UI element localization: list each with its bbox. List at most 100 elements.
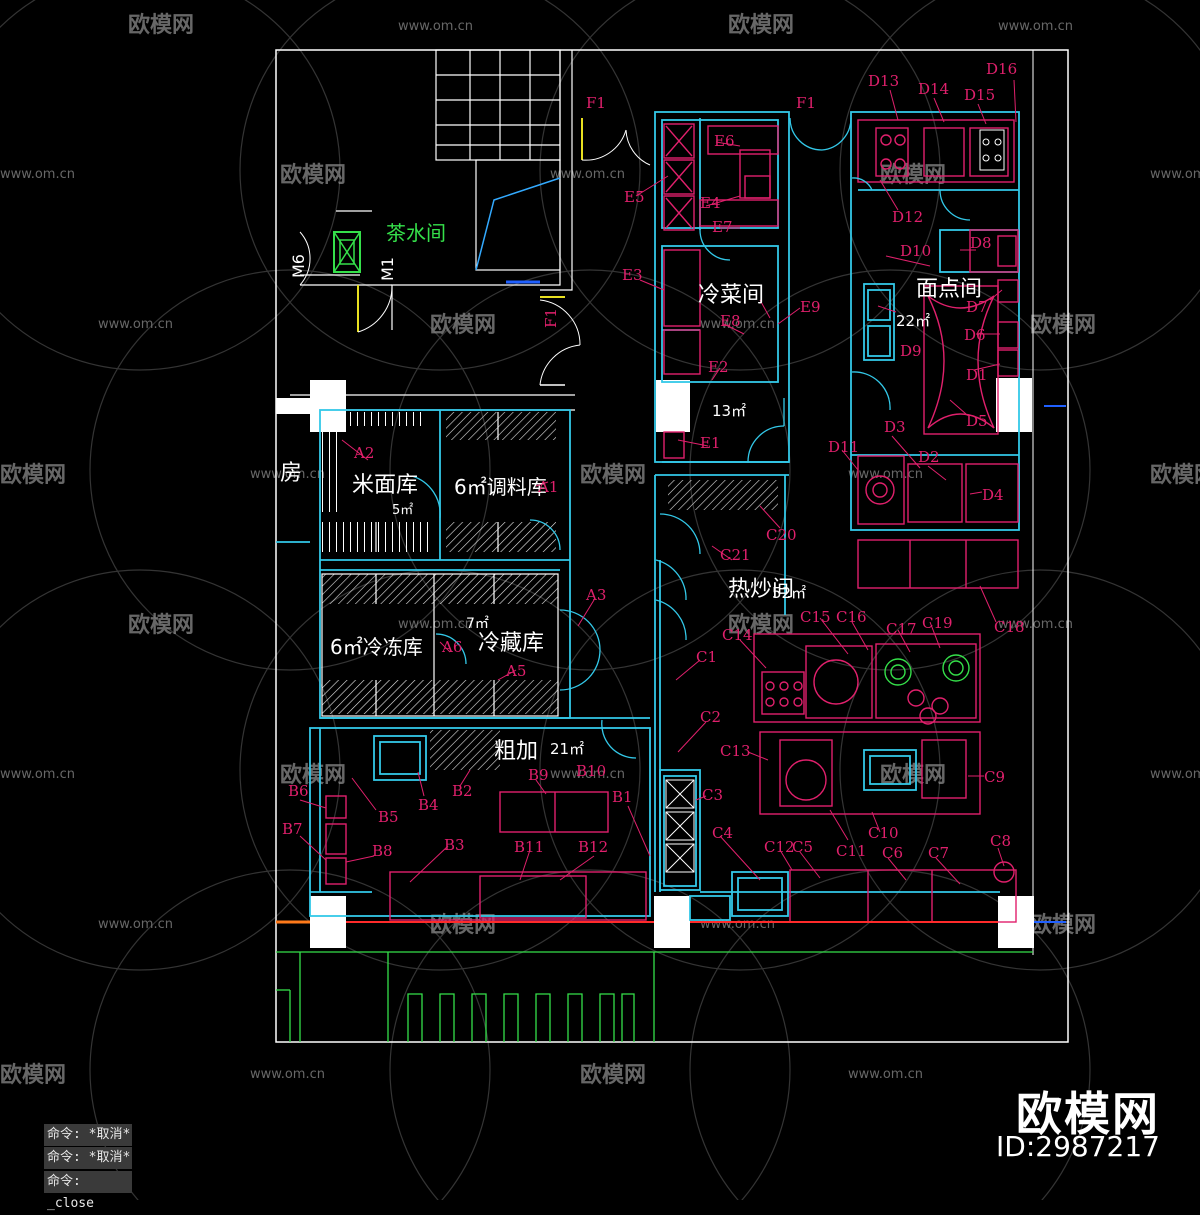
- code-b2: B2: [452, 782, 473, 800]
- code-b3: B3: [444, 836, 465, 854]
- code-d9: D9: [900, 342, 922, 360]
- watermark-brand: 欧模网: [728, 12, 794, 38]
- code-b5: B5: [378, 808, 399, 826]
- code-c17: C17: [886, 620, 917, 638]
- room-labels: 冷菜间 13㎡ 面点间 22㎡ 房 米面库 5㎡ 6㎡调料库 热炒间 52㎡ 6…: [280, 277, 982, 764]
- code-b6: B6: [288, 782, 309, 800]
- watermark-site: www.om.cn: [550, 767, 625, 782]
- command-history-line-2: 命令: *取消*: [44, 1147, 132, 1169]
- code-c3: C3: [702, 786, 723, 804]
- code-c6: C6: [882, 844, 903, 862]
- code-b9: B9: [528, 766, 549, 784]
- code-d15: D15: [964, 86, 995, 104]
- watermark-site: www.om.cn: [848, 1067, 923, 1082]
- code-a1: A1: [537, 478, 558, 496]
- room-tea-label: 茶水间: [386, 221, 446, 245]
- code-d12: D12: [892, 208, 923, 226]
- code-f1: F1: [586, 94, 606, 112]
- room-stir-fry-label: 热炒间: [728, 577, 794, 602]
- code-c10: C10: [868, 824, 899, 842]
- room-chilled-area: 7㎡: [466, 616, 489, 632]
- watermark-brand: 欧模网: [580, 1062, 646, 1088]
- watermark-brand: 欧模网: [1150, 462, 1200, 488]
- watermark-site: www.om.cn: [0, 767, 75, 782]
- storage-shelves: [322, 412, 778, 770]
- code-d8: D8: [970, 234, 992, 252]
- green-parking-area: [276, 951, 1033, 1042]
- code-b11: B11: [514, 838, 544, 856]
- code-c8: C8: [990, 832, 1011, 850]
- shelf-dividers: [321, 412, 559, 717]
- room-rough-area: 21㎡: [550, 740, 584, 758]
- code-e8: E8: [720, 312, 741, 330]
- code-d14: D14: [918, 80, 949, 98]
- command-history-line-3[interactable]: 命令: _close: [44, 1171, 132, 1211]
- code-c12: C12: [764, 838, 795, 856]
- code-d16: D16: [986, 60, 1017, 78]
- code-e3: E3: [622, 266, 643, 284]
- code-c7: C7: [928, 844, 949, 862]
- watermark-site: www.om.cn: [550, 167, 625, 182]
- room-rice-flour-label: 米面库: [352, 473, 418, 498]
- code-b8: B8: [372, 842, 393, 860]
- code-e2: E2: [708, 358, 729, 376]
- watermark-brand: 欧模网: [0, 1062, 66, 1088]
- watermark-brand: 欧模网: [430, 312, 496, 338]
- code-c11: C11: [836, 842, 867, 860]
- watermark-site: www.om.cn: [0, 167, 75, 182]
- code-d5: D5: [966, 412, 988, 430]
- code-c20: C20: [766, 526, 797, 544]
- code-b4: B4: [418, 796, 439, 814]
- code-d7: D7: [966, 298, 988, 316]
- code-c5: C5: [792, 838, 813, 856]
- code-c19: C19: [922, 614, 953, 632]
- stair-arrow: [475, 177, 561, 271]
- code-e4: E4: [700, 194, 721, 212]
- code-c9: C9: [984, 768, 1005, 786]
- code-c21: C21: [720, 546, 751, 564]
- watermark-site: www.om.cn: [398, 617, 473, 632]
- code-d4: D4: [982, 486, 1004, 504]
- watermark-site: www.om.cn: [998, 617, 1073, 632]
- code-b1: B1: [612, 788, 633, 806]
- code-e6: E6: [714, 132, 735, 150]
- code-c2: C2: [700, 708, 721, 726]
- code-a6: A6: [441, 638, 462, 656]
- code-c15: C15: [800, 608, 831, 626]
- watermark-brand: 欧模网: [1030, 912, 1096, 938]
- code-d1: D1: [966, 366, 988, 384]
- watermark-brand: 欧模网: [280, 162, 346, 188]
- watermark-brand: 欧模网: [128, 12, 194, 38]
- cyan-walls: [276, 111, 1020, 921]
- code-a3: A3: [585, 586, 606, 604]
- code-d10: D10: [900, 242, 931, 260]
- corner-id: ID:2987217: [996, 1130, 1160, 1163]
- structural-columns: [276, 378, 1034, 948]
- watermark-brand: 欧模网: [1030, 312, 1096, 338]
- equipment-fills: [665, 129, 1005, 873]
- watermark-site: www.om.cn: [700, 317, 775, 332]
- watermark-site: www.om.cn: [398, 19, 473, 34]
- watermark-site: www.om.cn: [250, 467, 325, 482]
- door-m6: [299, 231, 311, 286]
- code-f1: F1: [796, 94, 816, 112]
- corner-brand: 欧模网: [1016, 1087, 1160, 1141]
- watermark-site: www.om.cn: [98, 917, 173, 932]
- room-rough-process-label: 粗加: [494, 739, 538, 764]
- code-d2: D2: [918, 448, 940, 466]
- code-c4: C4: [712, 824, 733, 842]
- watermark-brand: 欧模网: [0, 462, 66, 488]
- room-chilled-label: 冷藏库: [478, 631, 544, 656]
- code-b10: B10: [576, 762, 606, 780]
- equipment-codes: F1 F1 F1 D13 D14 D15 D16 D12 D10 D8 D7 D…: [282, 60, 1025, 862]
- room-cold-dish-label: 冷菜间: [698, 283, 764, 308]
- code-d11: D11: [828, 438, 859, 456]
- watermark-site: www.om.cn: [1150, 767, 1200, 782]
- code-f1: F1: [542, 308, 560, 328]
- watermark-site: www.om.cn: [250, 1067, 325, 1082]
- code-c14: C14: [722, 626, 753, 644]
- watermark-site: www.om.cn: [98, 317, 173, 332]
- room-pastry-label: 面点间: [916, 277, 982, 302]
- code-c13: C13: [720, 742, 751, 760]
- code-c18: C18: [994, 618, 1025, 636]
